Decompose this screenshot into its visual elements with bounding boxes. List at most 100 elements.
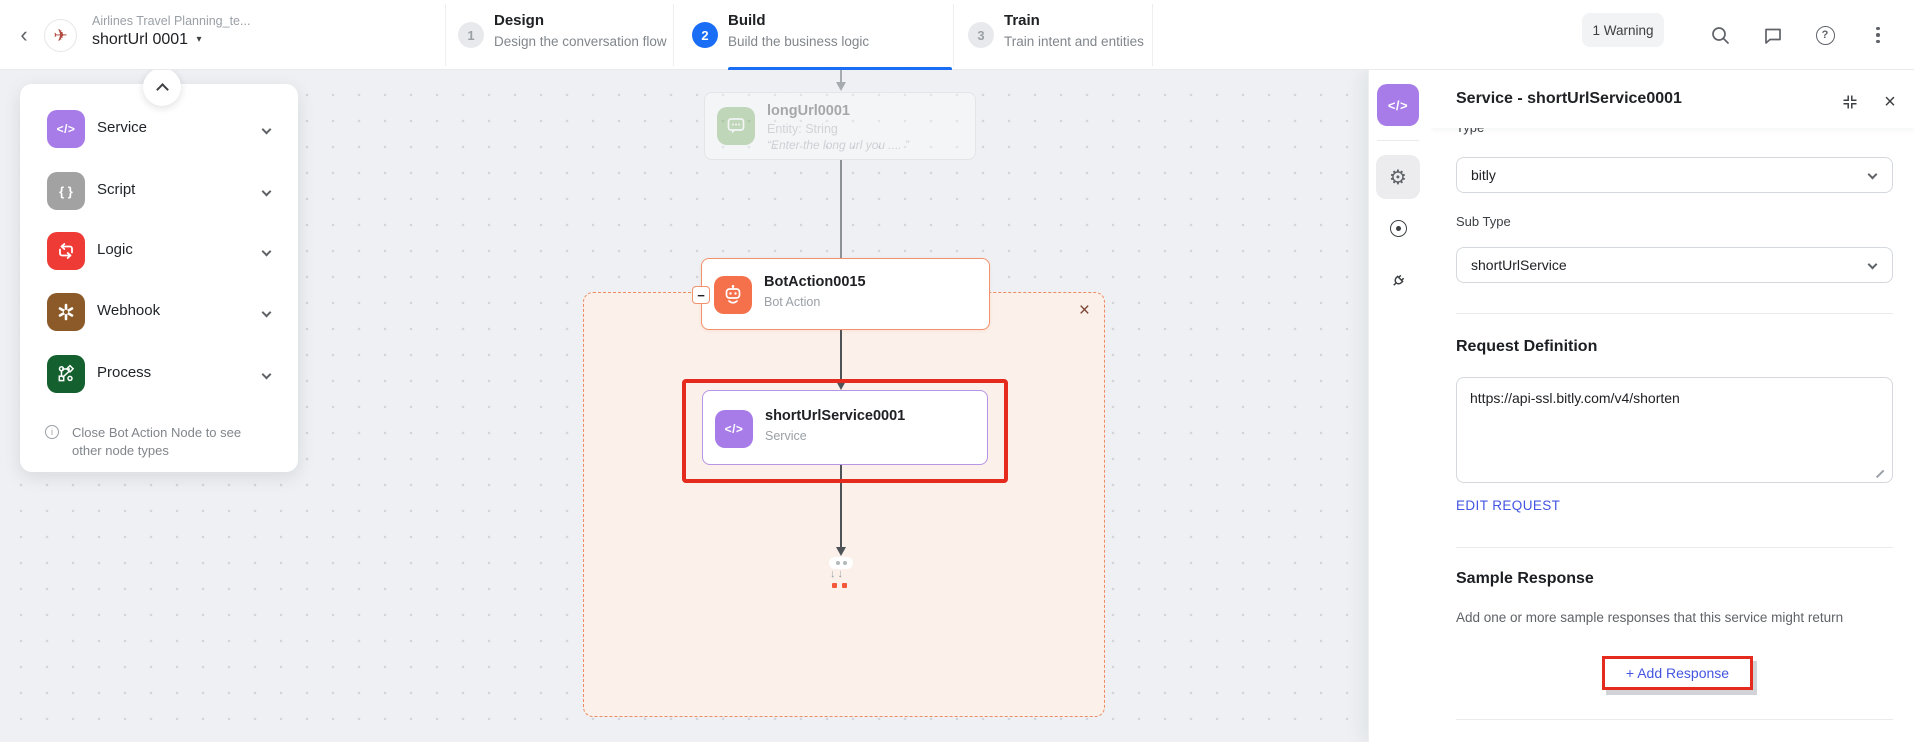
info-icon: i (45, 425, 59, 439)
connector-top-arrowhead (836, 82, 846, 91)
palette-item-process[interactable]: Process (20, 355, 298, 407)
drop-target-dots (832, 583, 847, 588)
connector-service-down (840, 465, 842, 547)
caret-down-icon: ▾ (196, 34, 202, 45)
service-node-highlight-box (682, 379, 1008, 483)
collapse-node-button[interactable]: − (692, 286, 710, 304)
connector-entity-to-botaction (840, 160, 842, 258)
chevron-down-icon (261, 368, 272, 386)
service-node[interactable]: </> shortUrlService0001 Service (702, 390, 988, 465)
tab-design[interactable]: 1 Design Design the conversation flow (458, 0, 673, 70)
zone-close-icon[interactable]: × (1078, 300, 1090, 321)
top-bar: ‹ ✈ Airlines Travel Planning_te... short… (0, 0, 1914, 70)
bot-name: Airlines Travel Planning_te... (92, 14, 251, 28)
service-node-subtitle: Service (765, 429, 807, 443)
step-3-label: Train (1004, 12, 1040, 29)
connections-icon[interactable] (1376, 259, 1420, 303)
palette-item-webhook[interactable]: Webhook (20, 293, 298, 345)
bot-action-node-subtitle: Bot Action (764, 295, 821, 309)
help-icon[interactable]: ? (1811, 21, 1839, 49)
palette-item-label: Service (97, 119, 148, 136)
chevron-down-icon (261, 123, 272, 141)
palette-item-service[interactable]: </> Service (20, 110, 298, 162)
gear-icon[interactable]: ⚙ (1376, 155, 1420, 199)
palette-item-script[interactable]: { } Script (20, 172, 298, 224)
process-icon (47, 355, 85, 393)
more-options-icon[interactable] (1864, 21, 1892, 49)
palette-collapse-button[interactable] (143, 68, 181, 106)
palette-item-logic[interactable]: Logic (20, 232, 298, 284)
bot-avatar: ✈ (44, 19, 77, 52)
bot-action-node[interactable]: − BotAction0015 Bot Action (692, 258, 990, 330)
entity-node-longurl[interactable]: longUrl0001 Entity: String “Enter the lo… (704, 92, 976, 160)
entity-node-title: longUrl0001 (767, 103, 850, 119)
edit-request-link[interactable]: EDIT REQUEST (1456, 498, 1561, 513)
chevron-down-icon (261, 245, 272, 263)
chevron-down-icon (1867, 259, 1878, 270)
connector-down-arrowhead (836, 547, 846, 556)
service-node-icon: </> (715, 410, 753, 448)
webhook-icon (47, 293, 85, 331)
active-tab-indicator (728, 67, 952, 70)
drop-target-arrows: ↓↓ (830, 568, 845, 580)
flow-canvas[interactable]: × longUrl0001 Entity: String “Enter the … (0, 70, 1368, 742)
bot-action-node-title: BotAction0015 (764, 274, 866, 290)
add-response-highlight-box: + Add Response (1602, 656, 1753, 690)
palette-item-label: Process (97, 364, 152, 381)
connector-top (840, 70, 842, 82)
subtype-select[interactable]: shortUrlService (1456, 247, 1893, 283)
close-panel-icon[interactable]: × (1884, 91, 1896, 113)
chevron-down-icon (261, 306, 272, 324)
tab-train[interactable]: 3 Train Train intent and entities (968, 0, 1152, 70)
step-1-desc: Design the conversation flow (494, 34, 667, 49)
subtype-select-value: shortUrlService (1471, 257, 1567, 273)
step-2-label: Build (728, 12, 766, 29)
subtype-label: Sub Type (1456, 214, 1511, 229)
add-response-button[interactable]: + Add Response (1625, 665, 1730, 681)
expand-panel-icon[interactable] (1839, 91, 1861, 113)
palette-item-label: Script (97, 181, 136, 198)
chat-icon[interactable] (1759, 21, 1787, 49)
node-palette: </> Service { } Script Logic Webhook (20, 84, 298, 472)
chevron-down-icon (1867, 169, 1878, 180)
type-select-value: bitly (1471, 167, 1496, 183)
drop-target-pill (829, 557, 853, 569)
panel-header: Service - shortUrlService0001 × (1431, 70, 1914, 128)
step-2-desc: Build the business logic (728, 34, 870, 49)
service-node-title: shortUrlService0001 (765, 408, 906, 424)
palette-item-label: Logic (97, 241, 133, 258)
request-definition-heading: Request Definition (1456, 338, 1598, 355)
connector-botaction-to-service (840, 330, 842, 382)
bot-action-icon (714, 276, 752, 314)
back-button[interactable]: ‹ (20, 22, 28, 47)
panel-title: Service - shortUrlService0001 (1456, 90, 1682, 107)
instance-properties-icon[interactable] (1376, 206, 1420, 250)
entity-node-subtitle: Entity: String (767, 122, 838, 136)
properties-panel: </> ⚙ Type Service - shortUrlService0001… (1368, 70, 1914, 742)
service-icon: </> (47, 110, 85, 148)
step-3-desc: Train intent and entities (1004, 34, 1144, 49)
entity-node-prompt: “Enter the long url you .... ” (767, 138, 910, 152)
rail-tab-component[interactable]: </> (1377, 84, 1419, 126)
step-1-badge: 1 (458, 22, 484, 48)
warnings-button[interactable]: 1 Warning (1582, 13, 1664, 47)
sample-response-heading: Sample Response (1456, 570, 1594, 587)
connector-service-arrowhead (836, 381, 846, 390)
palette-info-note: i Close Bot Action Node to see other nod… (45, 424, 270, 460)
step-1-label: Design (494, 12, 545, 29)
palette-item-label: Webhook (97, 302, 161, 319)
script-icon: { } (47, 172, 85, 210)
entity-icon (717, 107, 755, 145)
chevron-down-icon (261, 185, 272, 203)
request-definition-input[interactable]: https://api-ssl.bitly.com/v4/shorten (1456, 377, 1893, 483)
type-select[interactable]: bitly (1456, 157, 1893, 193)
step-2-badge: 2 (692, 22, 718, 48)
search-icon[interactable] (1706, 21, 1734, 49)
service-config-panel: Type Service - shortUrlService0001 × bit… (1431, 70, 1914, 742)
panel-rail: </> ⚙ (1369, 70, 1431, 742)
tab-build[interactable]: 2 Build Build the business logic (692, 0, 952, 70)
task-name-dropdown[interactable]: shortUrl 0001 ▾ (92, 31, 202, 48)
logic-icon (47, 232, 85, 270)
step-3-badge: 3 (968, 22, 994, 48)
